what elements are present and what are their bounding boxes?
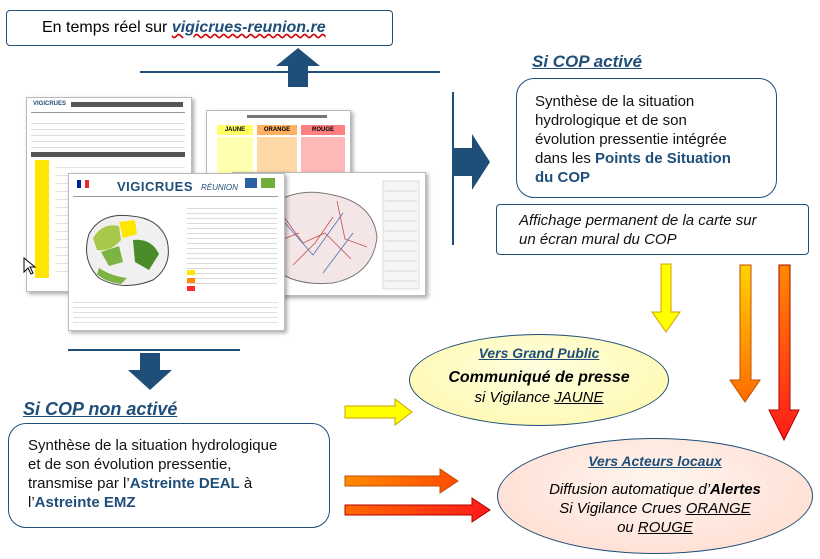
cop-active-synthesis-text: Synthèse de la situation hydrologique et… (535, 92, 731, 187)
inactive-line-2: et de son évolution pressentie, (28, 456, 232, 473)
table-doc-rows-top (31, 118, 185, 148)
flag-icon (77, 180, 89, 188)
arrow-orange-right-icon (344, 468, 459, 494)
cop-inactive-synthesis-box: Synthèse de la situation hydrologique et… (8, 423, 330, 528)
arrow-down-icon (128, 353, 172, 390)
synth-line-4-prefix: dans les (535, 150, 596, 167)
table-doc-header-bar (71, 102, 183, 107)
grand-public-title: Vers Grand Public (478, 345, 600, 361)
cursor-icon (23, 257, 37, 275)
level-rouge-label: ROUGE (637, 519, 693, 536)
logo-icon-2 (261, 178, 275, 188)
arrow-orange-down-icon (729, 264, 761, 403)
al-line-3-prefix: ou (617, 519, 638, 536)
arrow-right-icon (453, 134, 490, 190)
astreinte-deal-label: Astreinte DEAL (129, 475, 240, 492)
display-line-1: Affichage permanent de la carte sur (519, 212, 757, 229)
arrow-red-down-icon (768, 264, 800, 442)
inactive-line-4-prefix: l’ (28, 494, 35, 511)
grand-public-line-2: si Vigilance JAUNE (410, 389, 668, 406)
al-line-2-prefix: Si Vigilance Crues (559, 500, 686, 517)
acteurs-line-1: Diffusion automatique d’Alertes (498, 481, 812, 498)
table-doc-brand: VIGICRUES (33, 101, 67, 107)
synth-line-3: évolution pressentie intégrée (535, 131, 727, 148)
gp-line-2-prefix: si Vigilance (474, 389, 555, 406)
acteurs-locaux-title: Vers Acteurs locaux (588, 453, 722, 469)
vigicrues-bulletin-document: VIGICRUES RÉUNION (68, 173, 285, 331)
cop-display-box: Affichage permanent de la carte sur un é… (496, 204, 809, 255)
synth-line-1: Synthèse de la situation (535, 93, 695, 110)
col-rouge-header: ROUGE (301, 125, 345, 135)
logo-icon (245, 178, 257, 188)
cop-active-synthesis-box: Synthèse de la situation hydrologique et… (516, 78, 777, 198)
arrow-up-icon (276, 48, 320, 87)
acteurs-locaux-ellipse: Vers Acteurs locaux Diffusion automatiqu… (497, 438, 813, 554)
level-jaune-label: JAUNE (554, 389, 604, 406)
cop-inactive-text: Synthèse de la situation hydrologique et… (28, 436, 277, 512)
vigicrues-site-link[interactable]: vigicrues-reunion.re (171, 19, 326, 36)
grand-public-ellipse: Vers Grand Public Communiqué de presse s… (409, 334, 669, 426)
communique-presse-label: Communiqué de presse (448, 369, 630, 386)
display-line-2: un écran mural du COP (519, 231, 677, 248)
alertes-label: Alertes (710, 481, 761, 498)
arrow-yellow-right-icon (344, 397, 413, 427)
top-link-prefix: En temps réel sur (42, 19, 172, 36)
du-cop-label: du COP (535, 169, 590, 186)
reunion-island-map-icon (86, 214, 169, 286)
acteurs-line-3: ou ROUGE (498, 519, 812, 536)
bulletin-region: RÉUNION (201, 183, 238, 192)
al-line-1-prefix: Diffusion automatique d’ (549, 481, 711, 498)
river-map-icon (257, 180, 420, 290)
points-situation-label: Points de Situation (595, 150, 731, 167)
cop-inactive-heading: Si COP non activé (23, 399, 178, 419)
col-orange-header: ORANGE (257, 125, 297, 135)
arrow-red-right-icon (344, 497, 491, 523)
bulletin-text-lines (187, 204, 277, 284)
cop-active-heading: Si COP activé (532, 52, 642, 71)
astreinte-emz-label: Astreinte EMZ (34, 494, 136, 511)
synth-line-2: hydrologique et de son (535, 112, 687, 129)
acteurs-line-2: Si Vigilance Crues ORANGE (498, 500, 812, 517)
top-link-text: En temps réel sur vigicrues-reunion.re (42, 19, 326, 37)
bulletin-brand: VIGICRUES (117, 179, 194, 194)
inactive-line-3-prefix: transmise par l’ (28, 475, 130, 492)
level-orange-label: ORANGE (685, 500, 751, 517)
cop-display-text: Affichage permanent de la carte sur un é… (519, 211, 757, 249)
col-jaune-header: JAUNE (217, 125, 253, 135)
table-doc-yellow-column (35, 160, 49, 278)
arrow-yellow-down-icon (651, 263, 681, 333)
inactive-line-1: Synthèse de la situation hydrologique (28, 437, 278, 454)
top-link-box: En temps réel sur vigicrues-reunion.re (6, 10, 393, 46)
inactive-line-3-suffix: à (239, 475, 253, 492)
